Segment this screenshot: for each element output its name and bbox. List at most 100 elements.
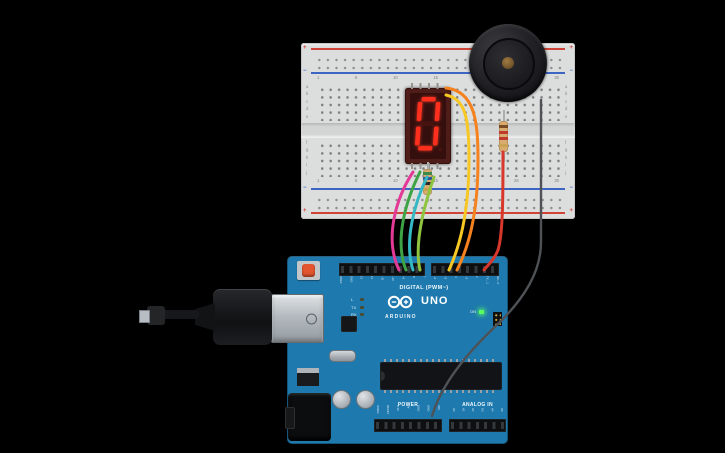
row-letter: e <box>565 113 568 119</box>
rail-minus-label: − <box>569 185 573 191</box>
pin-label: ~6 <box>433 276 438 280</box>
column-number: 15 <box>433 178 438 183</box>
rx-led <box>360 313 364 316</box>
pin-label: 13 <box>359 276 364 280</box>
resistor-body <box>499 121 508 152</box>
rail-minus-label: − <box>303 185 307 191</box>
rail-plus-label: + <box>303 208 307 214</box>
power-header[interactable] <box>374 419 442 432</box>
rail-minus-label: − <box>569 68 573 74</box>
icsp-header[interactable] <box>493 312 502 326</box>
pin-label: GND <box>426 405 431 412</box>
row-letter: d <box>565 106 568 112</box>
row-letter: a <box>306 84 309 89</box>
row-letter: i <box>306 162 307 168</box>
column-number: 30 <box>554 178 559 183</box>
resistor-display[interactable] <box>423 162 432 202</box>
column-number: 5 <box>355 178 358 183</box>
column-number: 1 <box>317 75 320 80</box>
rail-plus-label: + <box>569 208 573 214</box>
reset-button-base <box>297 261 320 280</box>
row-letter: c <box>565 98 568 104</box>
display-pins-top <box>411 83 445 89</box>
column-number: 10 <box>393 75 398 80</box>
power-on-led <box>479 310 484 314</box>
pin-label: AREF <box>338 276 343 284</box>
column-number: 1 <box>317 178 320 183</box>
rail-minus-label: − <box>303 68 307 74</box>
pin-label: 4 <box>453 276 458 278</box>
pin-label: A5 <box>500 408 504 412</box>
column-number: 25 <box>513 178 519 183</box>
row-letter: g <box>306 147 309 153</box>
rail-holes[interactable] <box>313 195 563 210</box>
column-number: 10 <box>393 178 398 183</box>
pin-label: 7 <box>422 276 427 278</box>
pin-label: A2 <box>471 408 476 412</box>
usb-interface-chip <box>341 316 357 332</box>
row-letter: h <box>306 154 309 160</box>
seven-segment-display[interactable] <box>405 83 451 169</box>
breadboard-bottom-rail: − − + + <box>303 185 573 214</box>
rx-label: RX <box>351 312 357 317</box>
piezo-buzzer[interactable] <box>469 24 547 102</box>
pin-label: A3 <box>480 408 485 412</box>
resistor-band <box>499 131 508 134</box>
column-number: 5 <box>355 75 358 80</box>
digital-header-left[interactable] <box>339 263 425 276</box>
row-letter: j <box>306 169 307 175</box>
reset-button[interactable] <box>302 264 315 277</box>
row-letter: b <box>565 91 568 97</box>
rail-blue-line <box>311 188 565 190</box>
rail-blue-line <box>311 72 565 74</box>
column-number: 20 <box>473 178 479 183</box>
digital-header-right[interactable] <box>431 263 499 276</box>
column-number: 15 <box>433 75 438 80</box>
usb-cable-metal-tip <box>139 310 150 323</box>
segment-f <box>416 102 423 121</box>
resistor-band <box>423 182 432 185</box>
analog-header[interactable] <box>449 419 506 432</box>
pin-label: A1 <box>461 408 466 412</box>
buzzer-center <box>502 57 514 69</box>
row-letter: b <box>306 91 309 97</box>
row-letter: f <box>306 140 308 145</box>
segment-c <box>432 126 439 146</box>
rail-red-line <box>311 212 565 214</box>
pin-label: RESET <box>385 405 390 415</box>
usb-cable-strain-relief <box>195 303 215 331</box>
pin-label: VIN <box>436 405 441 410</box>
voltage-regulator <box>297 368 319 386</box>
usb-cable-plug[interactable] <box>213 289 272 345</box>
pin-label: 2 <box>474 276 479 278</box>
segment-b <box>434 102 441 121</box>
pin-label: TX→1 <box>485 276 490 284</box>
row-letter: i <box>565 162 566 168</box>
usb-port <box>271 294 324 343</box>
rail-plus-label: + <box>569 45 573 51</box>
column-number: 30 <box>554 75 559 80</box>
resistor-buzzer[interactable] <box>499 110 508 162</box>
resistor-band <box>423 188 432 191</box>
row-letter: j <box>565 169 566 175</box>
resistor-band <box>423 172 432 175</box>
pin-label: IOREF <box>375 405 380 414</box>
digital-pwm-label: DIGITAL (PWM~) <box>399 285 449 291</box>
capacitor <box>356 390 375 409</box>
row-letter: d <box>306 106 309 112</box>
crystal-oscillator <box>329 350 356 362</box>
rail-red-line <box>311 48 565 50</box>
resistor-body <box>423 169 432 195</box>
usb-cable-cord <box>161 310 199 319</box>
atmega328-chip <box>380 359 502 393</box>
pin-label: ~5 <box>443 276 448 280</box>
